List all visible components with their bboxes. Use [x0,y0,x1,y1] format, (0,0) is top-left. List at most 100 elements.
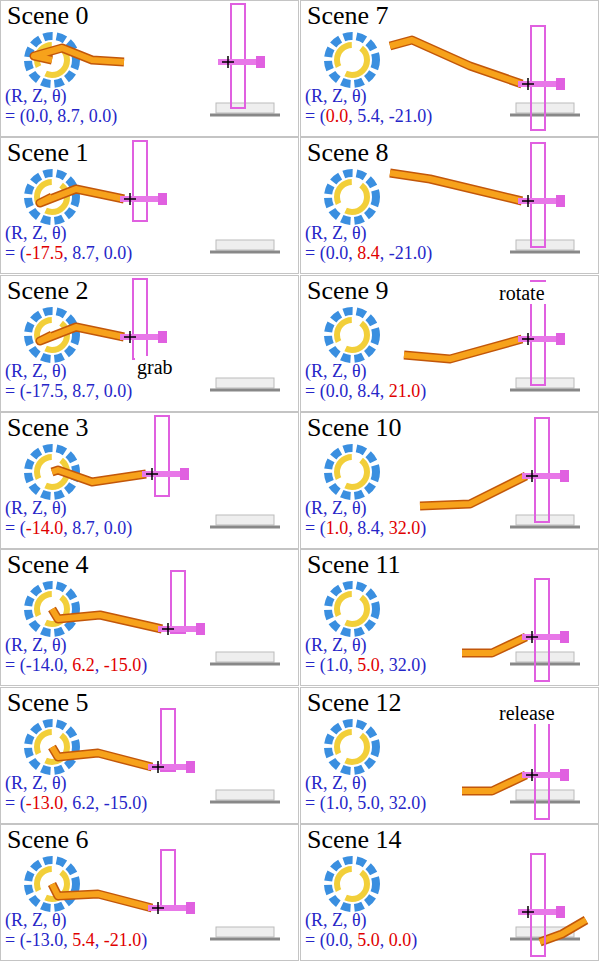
coordinate-number: 6.2 [72,655,95,675]
coordinate-number: 0.0 [104,243,127,263]
gripper-end [556,195,565,207]
coordinate-number: 32.0 [389,793,421,813]
robot-hub [337,869,367,899]
robot-arm [540,920,586,942]
coordinate-punctuation: = ( [5,930,26,950]
cross-mark [146,468,158,480]
scene-panel: Scene 3 (R, Z, θ)= (-14.0, 8.7, 0.0) [0,412,299,549]
scene-title: Scene 3 [7,413,89,443]
coordinate-number: 8.7 [72,381,95,401]
coordinate-values: = (-14.0, 8.7, 0.0) [5,519,132,539]
platform-base [510,663,580,666]
scene-panel: Scene 4(R, Z, θ)= (-14.0, 6.2, -15.0) [0,549,299,686]
coordinate-names: (R, Z, θ) [5,87,67,107]
coordinate-punctuation: ) [141,930,147,950]
coordinate-punctuation: , [380,655,389,675]
platform-base [210,938,280,941]
coordinate-number: 8.7 [72,518,95,538]
scene-panel: Scene 12(R, Z, θ)= (1.0, 5.0, 32.0)relea… [300,687,599,824]
arm-outline [390,173,522,201]
coordinate-number: 5.0 [357,930,380,950]
cross-mark [124,193,136,205]
scene-panel: Scene 0 (R, Z, θ)= (0.0, 8.7, 0.0) [0,0,299,137]
robot-arm [52,884,152,908]
coordinate-punctuation: , [380,793,389,813]
coordinate-names: (R, Z, θ) [5,911,67,931]
scene-title: Scene 6 [7,825,89,855]
coordinate-number: -21.0 [389,106,427,126]
coordinate-punctuation: = ( [5,381,26,401]
coordinate-punctuation: , [63,243,72,263]
target-frame [531,143,545,247]
coordinate-names: (R, Z, θ) [5,362,67,382]
scene-title: Scene 0 [7,1,89,31]
coordinate-punctuation: , [63,518,72,538]
arm-outline [52,884,152,908]
platform-base [510,801,580,804]
robot-ring [328,448,376,496]
coordinate-punctuation: , [348,655,357,675]
gripper-end [560,631,569,643]
platform [216,927,274,937]
coordinate-number: -15.0 [104,793,142,813]
scene-illustration [328,579,580,681]
scene-panel: Scene 9(R, Z, θ)= (0.0, 8.4, 21.0)rotate [300,275,599,412]
coordinate-values: = (0.0, 8.4, 21.0) [305,382,426,402]
coordinate-punctuation: ) [411,930,417,950]
platform-base [510,389,580,392]
platform [216,652,274,662]
coordinate-number: 0.0 [326,381,349,401]
coordinate-names: (R, Z, θ) [5,499,67,519]
coordinate-number: 0.0 [326,106,349,126]
coordinate-number: -21.0 [104,930,142,950]
coordinate-punctuation: ) [141,793,147,813]
platform [216,790,274,800]
coordinate-number: 8.7 [57,106,80,126]
coordinate-number: 0.0 [104,381,127,401]
coordinate-number: 6.2 [72,793,95,813]
scene-title: Scene 5 [7,688,89,718]
action-label: grab [135,356,175,378]
coordinate-punctuation: , [380,106,389,126]
coordinate-punctuation: ) [126,243,132,263]
robot-hub [337,457,367,487]
cross-mark [522,333,534,345]
coordinate-punctuation: , [380,381,389,401]
coordinate-number: -14.0 [26,518,64,538]
coordinate-punctuation: , [63,381,72,401]
target-frame [531,854,545,956]
scene-title: Scene 1 [7,138,89,168]
arm-outline [40,189,124,203]
arm-outline [40,327,124,341]
robot-ring [328,723,376,771]
gripper-end [556,333,565,345]
coordinate-number: 5.0 [357,655,380,675]
coordinate-punctuation: , [380,518,389,538]
coordinate-punctuation: , [380,930,389,950]
coordinate-punctuation: ) [426,243,432,263]
coordinate-number: -14.0 [26,655,64,675]
scene-title: Scene 12 [307,688,402,718]
scene-panel: Scene 1(R, Z, θ)= (-17.5, 8.7, 0.0) [0,137,299,274]
coordinate-punctuation: , [95,381,104,401]
robot-arm [34,48,124,62]
gripper-end [556,906,565,918]
coordinate-number: 32.0 [389,655,421,675]
gripper-end [180,468,189,480]
cross-mark [222,56,234,68]
coordinate-values: = (-17.5, 8.7, 0.0) [5,382,132,402]
platform [516,652,574,662]
coordinate-number: 5.0 [357,793,380,813]
coordinate-number: 1.0 [326,518,349,538]
coordinate-names: (R, Z, θ) [5,636,67,656]
robot-hub [337,320,367,350]
robot-ring [328,36,376,84]
target-frame [535,717,549,819]
coordinate-punctuation: ) [111,106,117,126]
coordinate-punctuation: , [348,106,357,126]
robot-hub [337,594,367,624]
coordinate-values: = (0.0, 8.7, 0.0) [5,107,117,127]
coordinate-punctuation: , [63,930,72,950]
coordinate-punctuation: , [348,793,357,813]
